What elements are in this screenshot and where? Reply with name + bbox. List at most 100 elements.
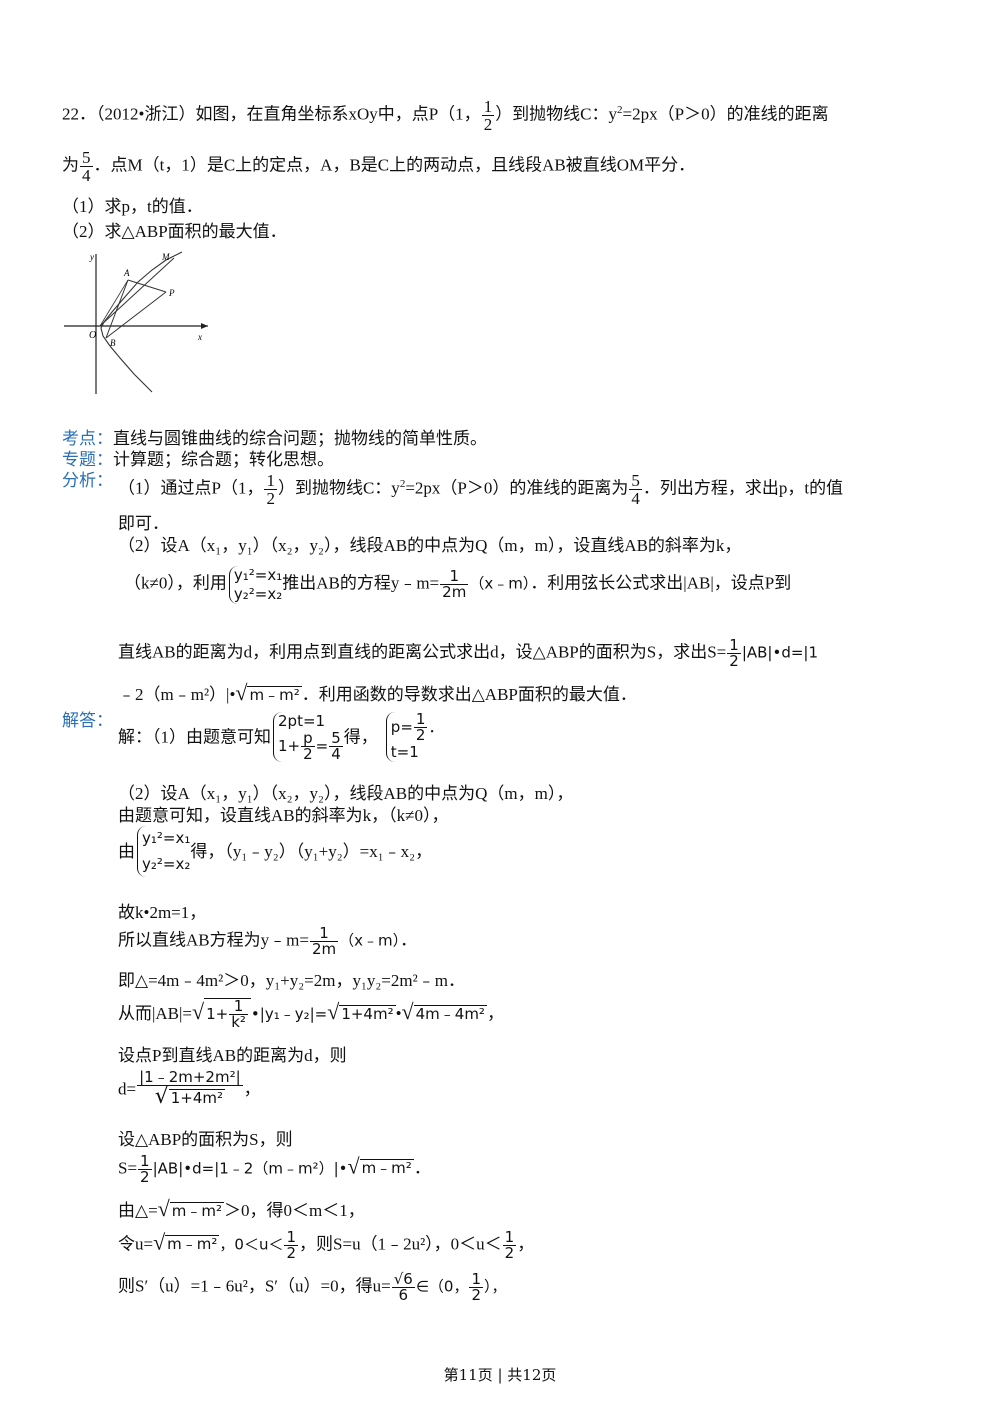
solution-text: ，0＜u＜ — [219, 1235, 284, 1254]
analysis-text: ．列出方程，求出p，t的值 — [642, 478, 844, 498]
page-footer: 第11页 | 共12页 — [443, 1366, 557, 1384]
problem-text: ）到抛物线C：y — [495, 104, 618, 124]
solution-text: ． — [413, 1158, 431, 1178]
solution-line-7: 即△=4m﹣4m²＞0，y₁+y₂=2m，y₁y₂=2m²﹣m． — [118, 971, 465, 990]
sqrt-expression: 1+4m² — [339, 1005, 396, 1023]
label-x: x — [197, 332, 202, 342]
solution-text: ，则S=u（1﹣2u²），0＜u＜ — [299, 1234, 502, 1254]
solution-line-5: 故k•2m=1， — [118, 903, 207, 922]
sqrt-expression: m﹣m² — [247, 686, 302, 704]
solution-line-9: 设点P到直线AB的距离为d，则 — [118, 1046, 347, 1065]
analysis-text: ．利用函数的导数求出△ABP面积的最大值． — [301, 685, 637, 704]
label-a: A — [123, 268, 130, 278]
question-2: （2）求△ABP面积的最大值． — [62, 222, 287, 241]
problem-text: ．点M（t，1）是C上的定点，A，B是C上的两动点，且线段AB被直线OM平分． — [93, 155, 696, 175]
zhuanti-label: 专题： — [62, 450, 113, 469]
fenxi-label: 分析： — [62, 471, 113, 490]
solution-text: 得，（y₁﹣y₂）（y₁+y₂）=x₁﹣x₂， — [190, 842, 433, 861]
solution-text: ∈（0， — [415, 1277, 469, 1296]
exponent: 2 — [399, 477, 406, 490]
solution-line-11: 设△ABP的面积为S，则 — [118, 1130, 293, 1149]
solution-text: ， — [517, 1234, 535, 1254]
fraction-distance-d: |1﹣2m+2m²|√1+4m² — [137, 1068, 243, 1109]
exponent: 2 — [617, 103, 623, 116]
analysis-text: （1）通过点P（1， — [118, 478, 264, 498]
label-p: P — [168, 288, 175, 298]
analysis-text: ）到抛物线C：y — [277, 478, 400, 498]
solution-text: 则S′（u）=1﹣6u²，S′（u）=0，得u= — [118, 1276, 391, 1296]
solution-text: |AB|•d=|1﹣2（m﹣m²）|• — [152, 1159, 348, 1178]
analysis-text: （k≠0），利用 — [124, 573, 227, 593]
solution-text: 从而|AB|= — [118, 1004, 193, 1023]
jieda-label: 解答： — [62, 711, 113, 730]
label-b: B — [110, 338, 116, 348]
label-m: M — [161, 252, 170, 262]
analysis-text: （x﹣m） — [469, 574, 531, 593]
zhuanti-text: 计算题；综合题；转化思想。 — [113, 450, 334, 469]
solution-text: d= — [118, 1079, 137, 1099]
sqrt-expression: 4m﹣4m² — [413, 1005, 487, 1023]
analysis-text: ﹣2（m﹣m²）|• — [118, 685, 236, 704]
solution-text: ， — [243, 1079, 261, 1099]
analysis-text: 直线AB的距离为d，利用点到直线的距离公式求出d，设△ABP的面积为S，求出S= — [118, 642, 727, 662]
analysis-line-4: 直线AB的距离为d，利用点到直线的距离公式求出d，设△ABP的面积为S，求出S=… — [118, 638, 818, 669]
sqrt-expression: m﹣m² — [165, 1235, 220, 1254]
segment-OA — [99, 279, 129, 327]
analysis-text: 推出AB的方程y﹣m= — [282, 573, 440, 593]
segment-BP — [105, 291, 167, 339]
kaodian-label: 考点： — [62, 429, 113, 448]
solution-text: ＞0，得0＜m＜1， — [224, 1201, 365, 1220]
analysis-text: ．利用弦长公式求出|AB|，设点P到 — [530, 573, 792, 593]
parabola-figure: y x O A B M P — [64, 251, 208, 394]
solution-text: S= — [118, 1158, 138, 1178]
analysis-text: |AB|•d=|1 — [741, 643, 819, 662]
solution-line-13: 由△=√m﹣m²＞0，得0＜m＜1， — [118, 1196, 365, 1221]
label-y: y — [89, 252, 94, 262]
problem-text: =2px（P＞0）的准线的距离 — [622, 104, 829, 124]
zhuanti-row: 专题：计算题；综合题；转化思想。 — [62, 451, 334, 468]
segment-AP — [127, 279, 167, 293]
question-1: （1）求p，t的值． — [62, 197, 203, 216]
kaodian-row: 考点：直线与圆锥曲线的综合问题；抛物线的简单性质。 — [62, 430, 487, 447]
analysis-line-1b: 即可． — [118, 514, 169, 533]
solution-text: 由△= — [118, 1201, 158, 1220]
sqrt-expression: m﹣m² — [169, 1202, 224, 1220]
analysis-line-5: ﹣2（m﹣m²）|•√m﹣m²．利用函数的导数求出△ABP面积的最大值． — [118, 680, 637, 705]
solution-text: 令u= — [118, 1234, 154, 1254]
solution-line-2: （2）设A（x₁，y₁）（x₂，y₂），线段AB的中点为Q（m，m）， — [118, 784, 574, 803]
problem-text: 22．（2012•浙江）如图，在直角坐标系xOy中，点P（1， — [62, 104, 481, 124]
solution-text: 由 — [118, 842, 135, 861]
segment-AB — [105, 279, 129, 339]
sqrt-expression: m﹣m² — [359, 1159, 414, 1178]
analysis-line-2: （2）设A（x₁，y₁）（x₂，y₂），线段AB的中点为Q（m，m），设直线AB… — [118, 536, 742, 555]
solution-text: 所以直线AB方程为y﹣m= — [118, 930, 309, 950]
solution-text: 得， — [343, 727, 378, 747]
segment-OM — [99, 257, 175, 327]
solution-text: ）， — [484, 1277, 507, 1296]
solution-text: （x﹣m） — [339, 931, 401, 950]
parabola-curve — [100, 251, 183, 393]
label-o: O — [89, 330, 96, 341]
problem-text: 为 — [62, 155, 79, 175]
